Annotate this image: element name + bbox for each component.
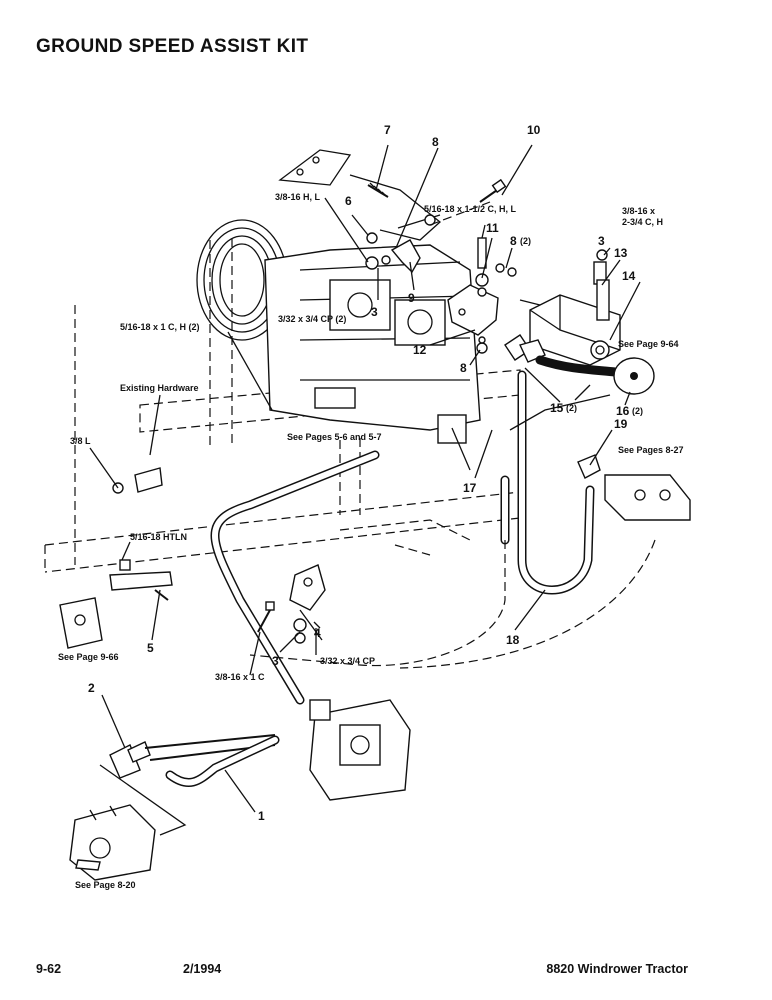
callout-2: 2 <box>88 681 95 695</box>
callout-14: 14 <box>622 269 636 283</box>
callout-10: 10 <box>527 123 541 137</box>
hardware-label-3-8-16-1-c: 3/8-16 x 1 C <box>215 672 265 682</box>
callout-7: 7 <box>384 123 391 137</box>
left-lower-assembly <box>59 467 173 649</box>
callout-6: 6 <box>345 194 352 208</box>
page-references: See Page 9-64 See Pages 5-6 and 5-7 See … <box>58 339 684 890</box>
hardware-label-cotter-pin-2: 3/32 x 3/4 CP (2) <box>278 314 346 324</box>
hardware-label-5-16-18-htln: 5/16-18 HTLN <box>130 532 187 542</box>
callout-8-upper: 8 <box>432 135 439 149</box>
leader-lines <box>89 144 641 813</box>
tee-fitting-tube <box>99 734 280 836</box>
callout-11: 11 <box>486 221 499 235</box>
hydrostatic-pump <box>196 219 481 471</box>
callout-13: 13 <box>614 246 628 260</box>
hardware-label-5-16-18-1-1-2: 5/16-18 x 1-1/2 C, H, L <box>424 204 517 214</box>
hardware-label-3-8-l: 3/8 L <box>70 436 91 446</box>
callout-15-qty: (2) <box>566 403 577 413</box>
reference-page-9-66: See Page 9-66 <box>58 652 119 662</box>
hardware-label-cotter-pin: 3/32 x 3/4 CP <box>320 656 375 666</box>
page-number: 9-62 <box>36 962 62 976</box>
lower-center-valve <box>309 699 411 801</box>
hoses <box>210 370 656 705</box>
callout-17: 17 <box>463 481 477 495</box>
bracket-4 <box>257 564 326 644</box>
hardware-label-existing: Existing Hardware <box>120 383 199 393</box>
callout-9: 9 <box>408 291 415 305</box>
callout-16-qty: (2) <box>632 406 643 416</box>
hardware-label-3-8-16-x: 3/8-16 x <box>622 206 655 216</box>
model-name: 8820 Windrower Tractor <box>546 962 688 976</box>
callout-3-lower: 3 <box>272 654 279 668</box>
callout-5: 5 <box>147 641 154 655</box>
callout-19: 19 <box>614 417 628 431</box>
reference-pages-8-27: See Pages 8-27 <box>618 445 684 455</box>
right-valve <box>577 454 691 521</box>
bottom-left-motor <box>69 804 156 881</box>
hardware-label-2-3-4-ch: 2-3/4 C, H <box>622 217 663 227</box>
hardware-label-3-8-16-hl: 3/8-16 H, L <box>275 192 321 202</box>
callout-4: 4 <box>314 626 321 640</box>
callout-1: 1 <box>258 809 265 823</box>
valve-block <box>504 249 621 377</box>
callout-8-right-qty: (2) <box>520 236 531 246</box>
part-callouts: 1 2 3 3 3 4 5 6 7 8 8 8 (2) 9 10 11 12 1… <box>88 123 643 823</box>
hardware-labels: 3/8-16 H, L 5/16-18 x 1-1/2 C, H, L 3/8-… <box>70 192 663 682</box>
callout-15: 15 <box>550 401 564 415</box>
callout-8-right: 8 <box>510 234 517 248</box>
callout-3-middle: 3 <box>371 305 378 319</box>
revision-date: 2/1994 <box>183 962 222 976</box>
callout-3-upper: 3 <box>598 234 605 248</box>
plug-16 <box>613 357 655 395</box>
reference-pages-5-6-5-7: See Pages 5-6 and 5-7 <box>287 432 382 442</box>
upper-linkage <box>278 149 507 274</box>
callout-12: 12 <box>413 343 427 357</box>
reference-page-9-64: See Page 9-64 <box>618 339 679 349</box>
callout-18: 18 <box>506 633 520 647</box>
page-title: GROUND SPEED ASSIST KIT <box>36 36 309 57</box>
callout-16: 16 <box>616 404 630 418</box>
callout-8-lower: 8 <box>460 361 467 375</box>
reference-page-8-20: See Page 8-20 <box>75 880 136 890</box>
hardware-label-5-16-18-1-ch: 5/16-18 x 1 C, H (2) <box>120 322 200 332</box>
